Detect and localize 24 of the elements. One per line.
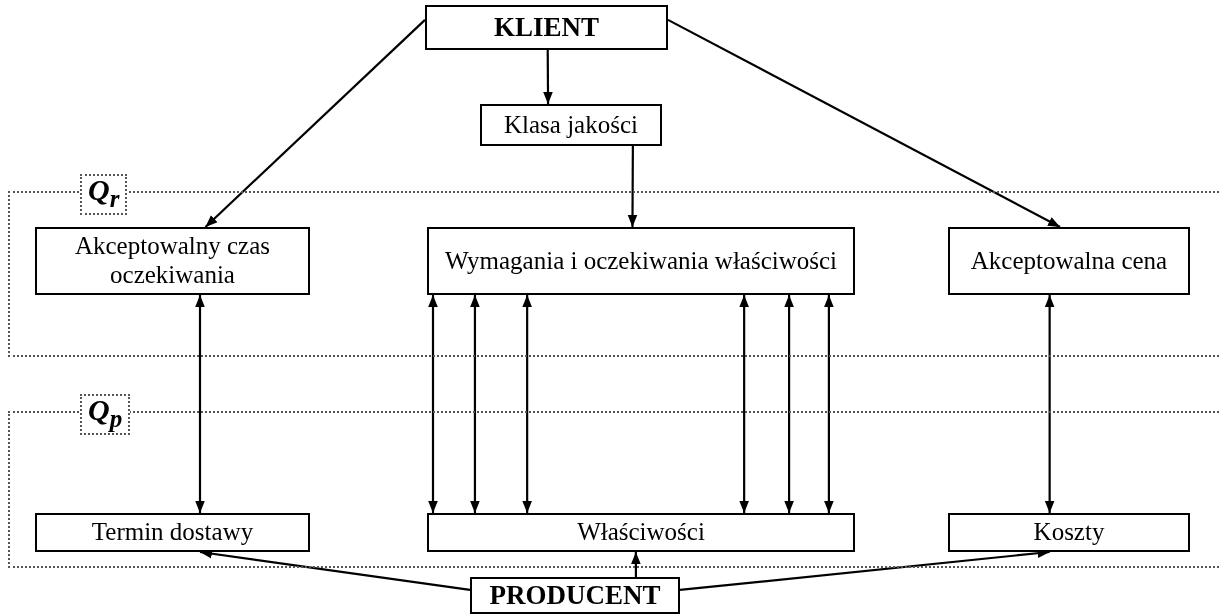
process-box: Akceptowalna cena	[948, 227, 1190, 295]
process-box: Klasa jakości	[480, 104, 662, 146]
arrow	[195, 295, 205, 513]
arrow	[1044, 295, 1055, 513]
arrow	[824, 295, 834, 513]
process-box: KLIENT	[425, 5, 668, 50]
arrow	[627, 146, 638, 227]
arrow	[428, 295, 438, 513]
arrow	[739, 295, 749, 513]
process-box: PRODUCENT	[470, 577, 680, 614]
arrow	[631, 552, 641, 577]
process-box: Koszty	[948, 513, 1190, 552]
process-box: Akceptowalny czas oczekiwania	[35, 227, 310, 295]
process-box: Właściwości	[427, 513, 855, 552]
band-label: Q$_{p}$	[80, 394, 131, 435]
arrow	[470, 295, 480, 513]
arrow	[543, 50, 553, 104]
arrow	[667, 18, 1061, 228]
process-box: Wymagania i oczekiwania właściwości	[427, 227, 855, 295]
arrow	[784, 295, 794, 513]
process-box: Termin dostawy	[35, 513, 310, 552]
arrow	[522, 295, 532, 513]
band-label: Q$_{r}$	[80, 174, 128, 215]
arrow	[204, 19, 426, 228]
